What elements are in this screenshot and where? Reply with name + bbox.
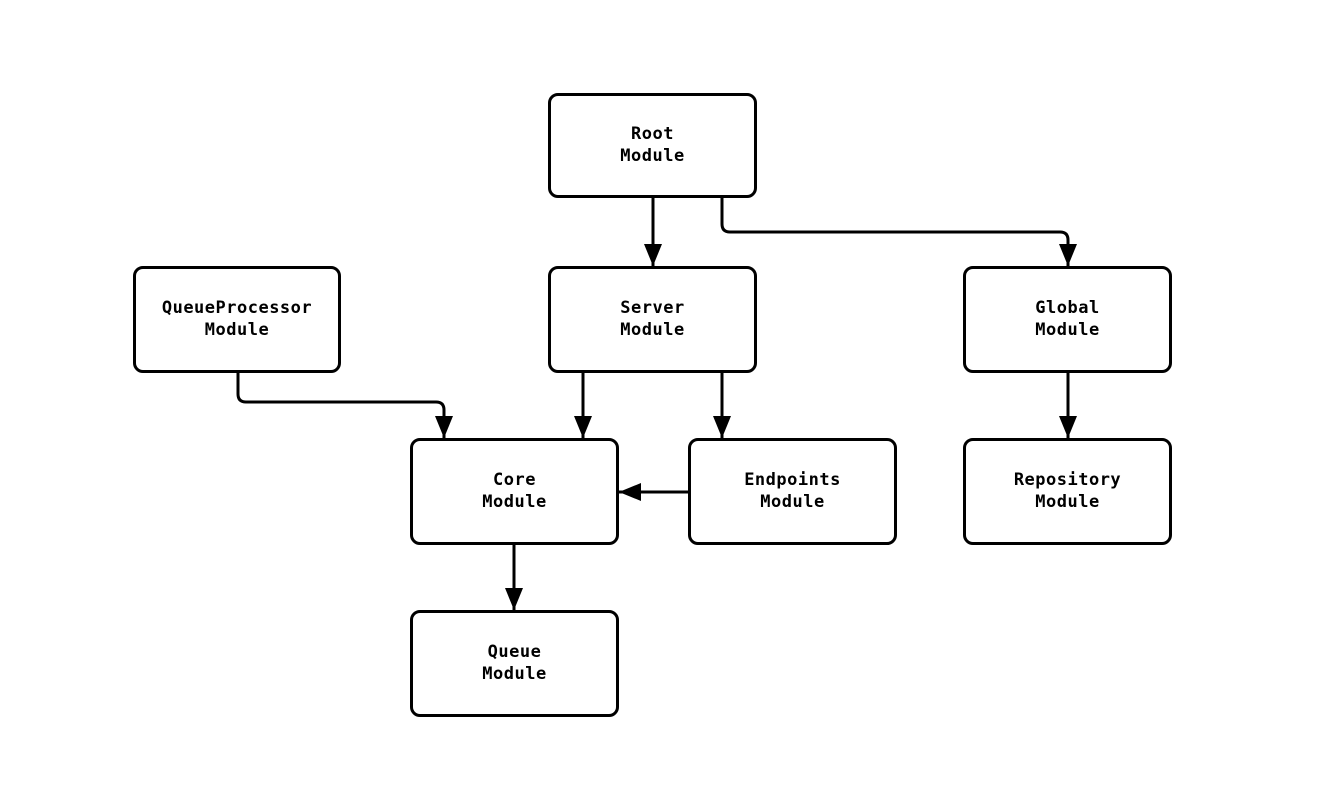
node-label-line: Module <box>620 319 685 340</box>
edge-root-to-global <box>720 198 1077 266</box>
node-label-line: Server <box>620 298 685 318</box>
node-label-line: Module <box>1035 491 1100 512</box>
node-label-line: Module <box>482 663 547 684</box>
node-label-line: Module <box>620 145 685 166</box>
node-label-line: Repository <box>1013 470 1122 490</box>
node-label-line: Core <box>493 470 536 490</box>
node-label-line: Module <box>1035 319 1100 340</box>
node-label-line: Endpoints <box>744 470 841 490</box>
node-label-line: Module <box>760 491 825 512</box>
node-label-line: Root <box>631 124 674 144</box>
node-label-line: Module <box>482 491 547 512</box>
node-label-line: QueueProcessor <box>161 298 313 318</box>
node-label-line: Global <box>1035 298 1100 318</box>
node-label-line: Queue <box>487 642 542 662</box>
node-label-line: Module <box>204 319 270 340</box>
edge-queue-processor-to-core <box>236 373 453 438</box>
